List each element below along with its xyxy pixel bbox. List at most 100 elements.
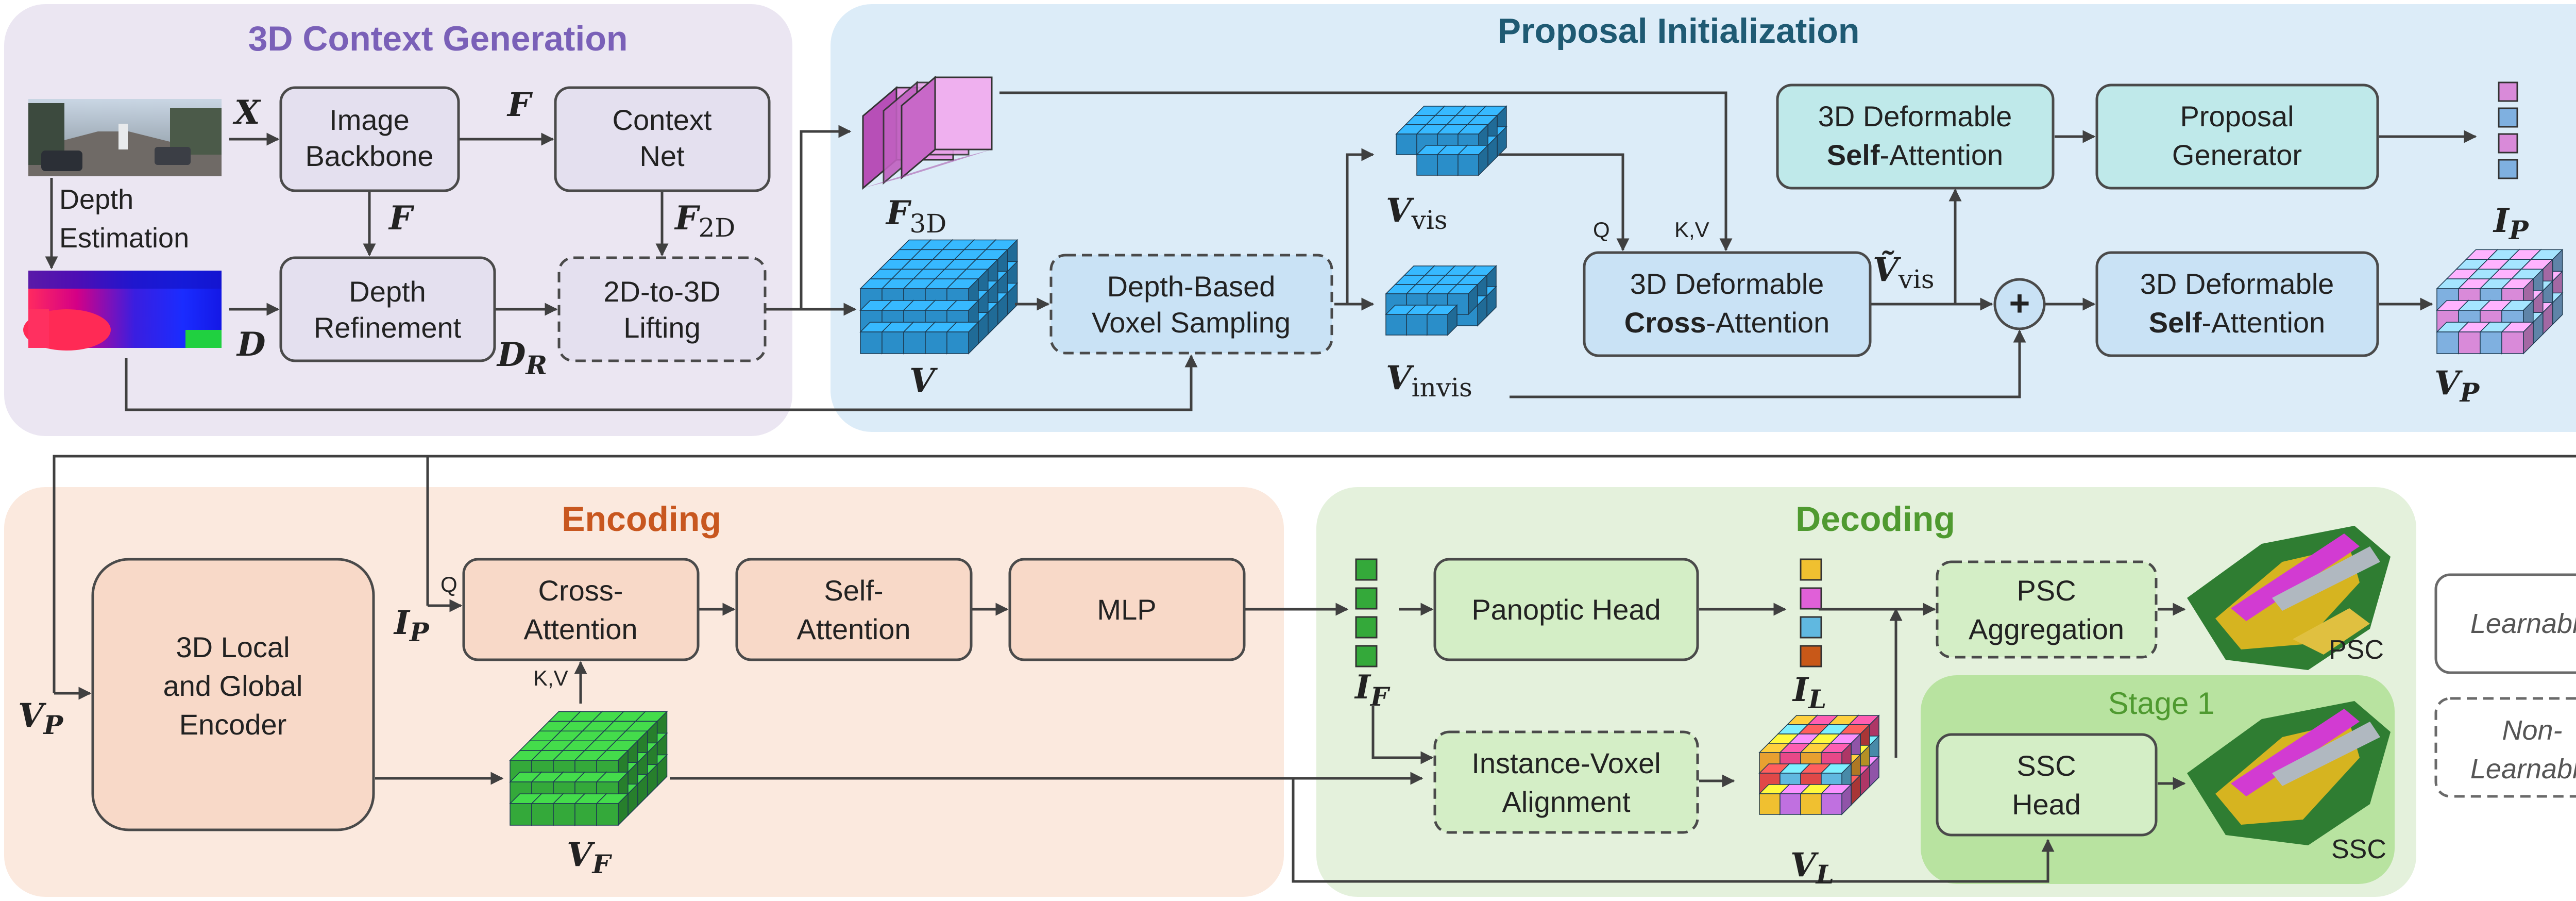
symbol-vvis-base: V [1386, 191, 1415, 230]
depth-refinement-label-1: Depth [349, 275, 426, 308]
q-label-enc: Q [440, 572, 457, 596]
svg-text:VP: VP [2434, 364, 2480, 408]
svg-text:IF: IF [1354, 668, 1391, 712]
svg-text:IP: IP [2493, 202, 2529, 245]
symbol-v: V [909, 361, 938, 400]
stage1-title: Stage 1 [2108, 686, 2215, 721]
svg-text:VP: VP [18, 696, 64, 740]
voxel-grid-vl [1758, 714, 1880, 815]
symbol-if-base: I [1354, 668, 1371, 707]
image-backbone-label-2: Backbone [305, 140, 433, 172]
symbol-vinvis-base: V [1386, 359, 1415, 397]
self-attention-label-2: Attention [796, 613, 910, 645]
cross-attention-3d-block: 3D Deformable Cross-Attention [1583, 251, 1872, 357]
symbol-vvis-tilde-base: Ṽ [1873, 250, 1902, 289]
context-net-block: Context Net [554, 86, 771, 192]
svg-text:IL: IL [1792, 671, 1826, 714]
voxel-cube-face [1780, 793, 1801, 815]
psc-scene: PSC [2187, 526, 2391, 670]
token-square [2498, 81, 2518, 102]
symbol-f3d-base: F [885, 194, 912, 232]
symbol-vvis-sub: vis [1411, 205, 1448, 235]
voxel-cube-face [510, 803, 532, 826]
voxel-cube-face [1437, 154, 1459, 176]
instance-voxel-alignment-label-1: Instance-Voxel [1471, 747, 1660, 779]
proposal-generator-block: Proposal Generator [2095, 84, 2379, 190]
token-square [1355, 587, 1378, 610]
svg-text:Self-Attention: Self-Attention [2149, 306, 2325, 339]
voxel-cube-face [860, 331, 883, 354]
voxel-cube-face [574, 803, 597, 826]
symbol-vinvis-sub: invis [1412, 373, 1472, 403]
svg-text:F2D: F2D [674, 199, 735, 243]
voxel-grid-v [859, 239, 1019, 355]
voxel-cube-face [1759, 793, 1781, 815]
encoder-block: 3D Local and Global Encoder [91, 558, 375, 831]
proposal-generator-label-1: Proposal [2180, 100, 2294, 132]
self-attention-3d-bottom-block: 3D Deformable Self-Attention [2095, 251, 2379, 357]
symbol-vl-base: V [1790, 846, 1819, 885]
voxel-cube-face [925, 331, 947, 354]
symbol-f2d-base: F [674, 199, 701, 238]
symbol-vp-sub: P [2459, 377, 2480, 408]
depth-refinement-block: Depth Refinement [279, 256, 496, 362]
voxel-sampling-label-1: Depth-Based [1107, 270, 1276, 303]
token-square [1355, 645, 1378, 668]
symbol-il-sub: L [1807, 684, 1826, 714]
symbol-f3d-sub: 3D [909, 209, 946, 239]
voxel-cube-face [946, 331, 969, 354]
voxel-cube-face [1406, 314, 1428, 336]
symbol-x: X [232, 93, 261, 132]
instance-voxel-alignment-label-2: Alignment [1502, 786, 1630, 818]
mlp-label: MLP [1097, 593, 1156, 626]
self-attention-3d-top-rest: -Attention [1880, 139, 2004, 171]
svg-text:F3D: F3D [885, 194, 946, 239]
panoptic-head-block: Panoptic Head [1433, 558, 1699, 661]
legend-non-learnable-label-1: Non- [2502, 715, 2562, 746]
voxel-cube-face [1821, 793, 1842, 815]
symbol-vp-base: V [2434, 364, 2463, 403]
self-attention-3d-bottom-line1: 3D Deformable [2140, 268, 2334, 300]
lifting-label-1: 2D-to-3D [603, 275, 720, 308]
voxel-cube-face [2458, 331, 2481, 354]
symbol-f-mid: F [388, 199, 415, 238]
token-square [1355, 558, 1378, 581]
proposal-generator-label-2: Generator [2172, 139, 2302, 171]
voxel-grid-vvis [1395, 105, 1507, 176]
svg-text:Self-Attention: Self-Attention [1827, 139, 2003, 171]
svg-text:Cross-Attention: Cross-Attention [1624, 306, 1829, 339]
cross-attention-label-1: Cross- [538, 574, 623, 607]
self-attention-3d-bottom-rest: -Attention [2202, 306, 2326, 339]
legend-learnable-label: Learnable [2470, 608, 2576, 639]
token-square [1800, 616, 1822, 639]
voxel-grid-vp [2436, 248, 2564, 355]
svg-text:DR: DR [496, 336, 547, 380]
ssc-scene: SSC [2187, 701, 2391, 864]
panoptic-head-label: Panoptic Head [1471, 593, 1660, 626]
legend-non-learnable: Non- Learnable [2434, 697, 2576, 798]
symbol-vp-enc-base: V [18, 696, 47, 735]
kv-label-top: K,V [1674, 218, 1709, 242]
cross-attention-3d-rest: -Attention [1706, 306, 1830, 339]
voxel-cube-face [2501, 331, 2524, 354]
self-attention-3d-bottom-bold: Self [2149, 306, 2202, 339]
voxel-grid-vinvis [1385, 265, 1497, 336]
voxel-cube-face [1396, 134, 1417, 155]
svg-text:Ṽvis: Ṽvis [1873, 250, 1935, 294]
token-square [1800, 645, 1822, 668]
token-square [2498, 107, 2518, 128]
image-backbone-label-1: Image [329, 104, 410, 136]
symbol-ip-enc-sub: P [409, 617, 430, 647]
encoder-label-1: 3D Local [176, 631, 290, 663]
context-generation-title: 3D Context Generation [248, 19, 628, 58]
cross-attention-3d-line1: 3D Deformable [1630, 268, 1824, 300]
self-attention-3d-top-line1: 3D Deformable [1818, 100, 2012, 132]
instance-tokens-if [1355, 558, 1378, 668]
symbol-f-top: F [506, 86, 533, 124]
mlp-block: MLP [1008, 558, 1246, 661]
voxel-sampling-label-2: Voxel Sampling [1092, 306, 1291, 339]
voxel-cube-face [1416, 154, 1438, 176]
proposal-initialization-title: Proposal Initialization [1498, 11, 1860, 51]
token-square [1800, 587, 1822, 610]
voxel-cube-face [2480, 331, 2502, 354]
